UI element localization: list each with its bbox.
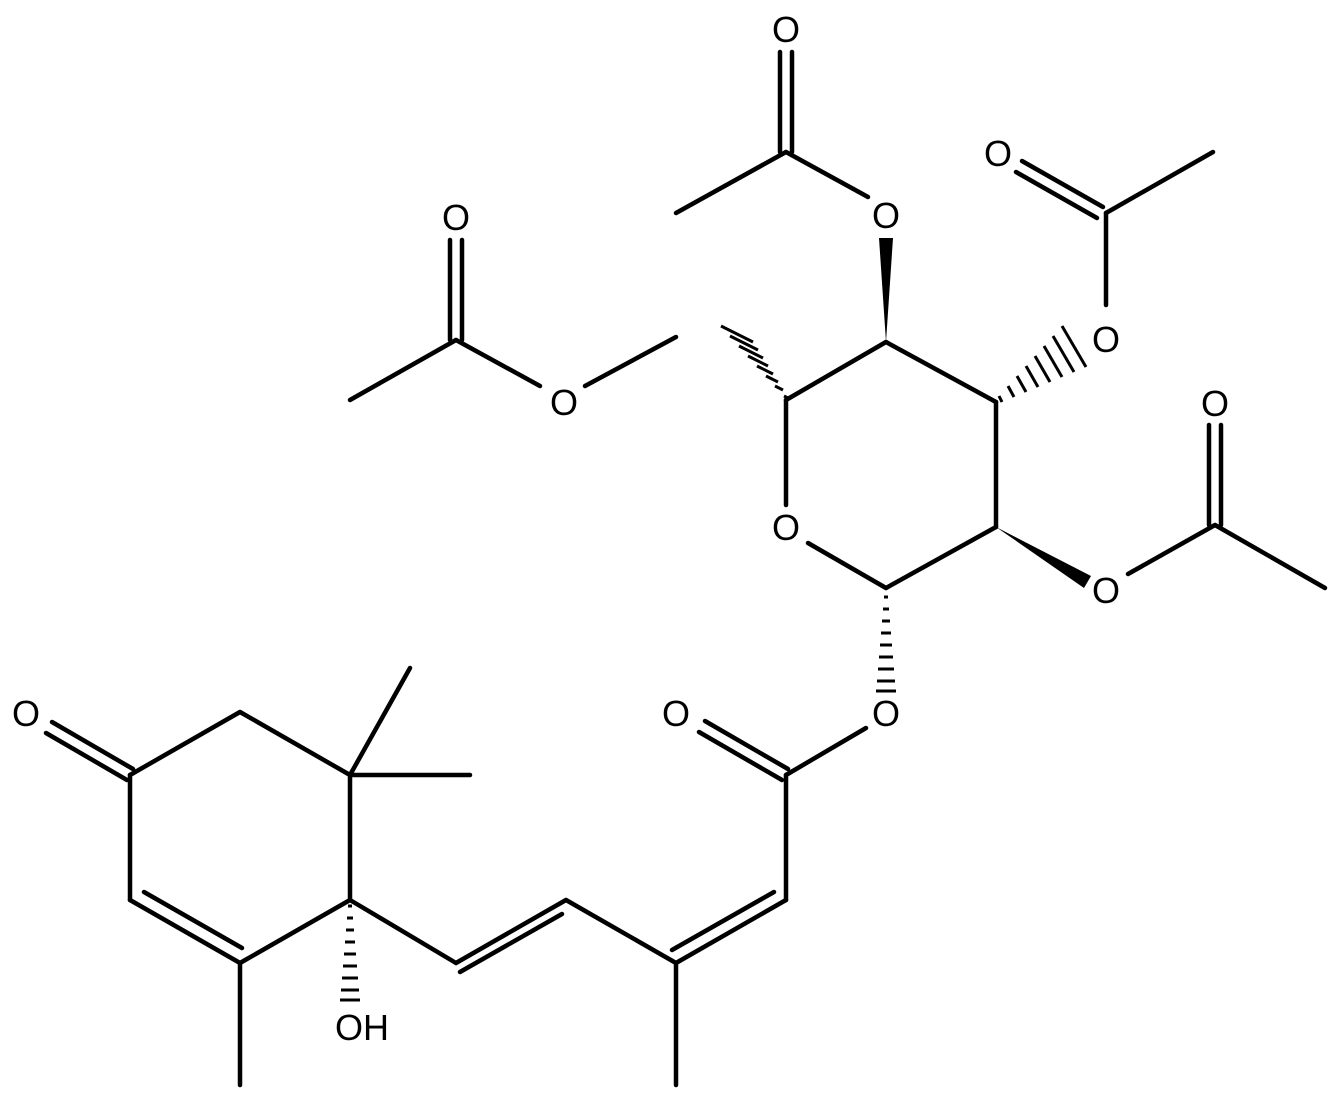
wedge-bond-c4-o bbox=[879, 238, 893, 342]
c1-ester-linkage bbox=[696, 595, 896, 903]
c2-acetoxy bbox=[996, 422, 1328, 591]
anomeric-ester-oxygen-label: O bbox=[872, 693, 900, 734]
c4-carbonyl-oxygen-label: O bbox=[772, 9, 800, 50]
c3-ester-oxygen-label: O bbox=[1092, 319, 1120, 360]
hash-bond-c5-c6 bbox=[720, 324, 789, 400]
ester-carbonyl-oxygen-label: O bbox=[662, 693, 690, 734]
hydroxyl-label: OH bbox=[335, 1007, 389, 1048]
atom-labels: O O O O O O O O O O O O OH bbox=[12, 9, 1229, 1048]
c2-carbonyl-oxygen-label: O bbox=[1201, 383, 1229, 424]
dienoate-chain bbox=[347, 889, 789, 1088]
c6-ester-oxygen-label: O bbox=[550, 382, 578, 423]
c6-acetoxymethyl bbox=[347, 237, 789, 403]
hash-bond-c1-o bbox=[876, 595, 896, 693]
pyranose-ring bbox=[783, 339, 999, 591]
c3-acetoxy bbox=[997, 149, 1216, 403]
c4-acetoxy bbox=[673, 49, 893, 342]
hash-bond-c3-o bbox=[997, 325, 1088, 403]
wedge-bond-c2-o bbox=[996, 527, 1091, 588]
ring-oxygen-label: O bbox=[772, 507, 800, 548]
hash-bond-c1-oh bbox=[340, 904, 360, 1002]
cyclohexenone-ring bbox=[43, 665, 473, 1088]
c2-ester-oxygen-label: O bbox=[1092, 570, 1120, 611]
ketone-oxygen-label: O bbox=[12, 693, 40, 734]
c6-carbonyl-oxygen-label: O bbox=[442, 197, 470, 238]
c4-ester-oxygen-label: O bbox=[872, 195, 900, 236]
c3-carbonyl-oxygen-label: O bbox=[984, 133, 1012, 174]
